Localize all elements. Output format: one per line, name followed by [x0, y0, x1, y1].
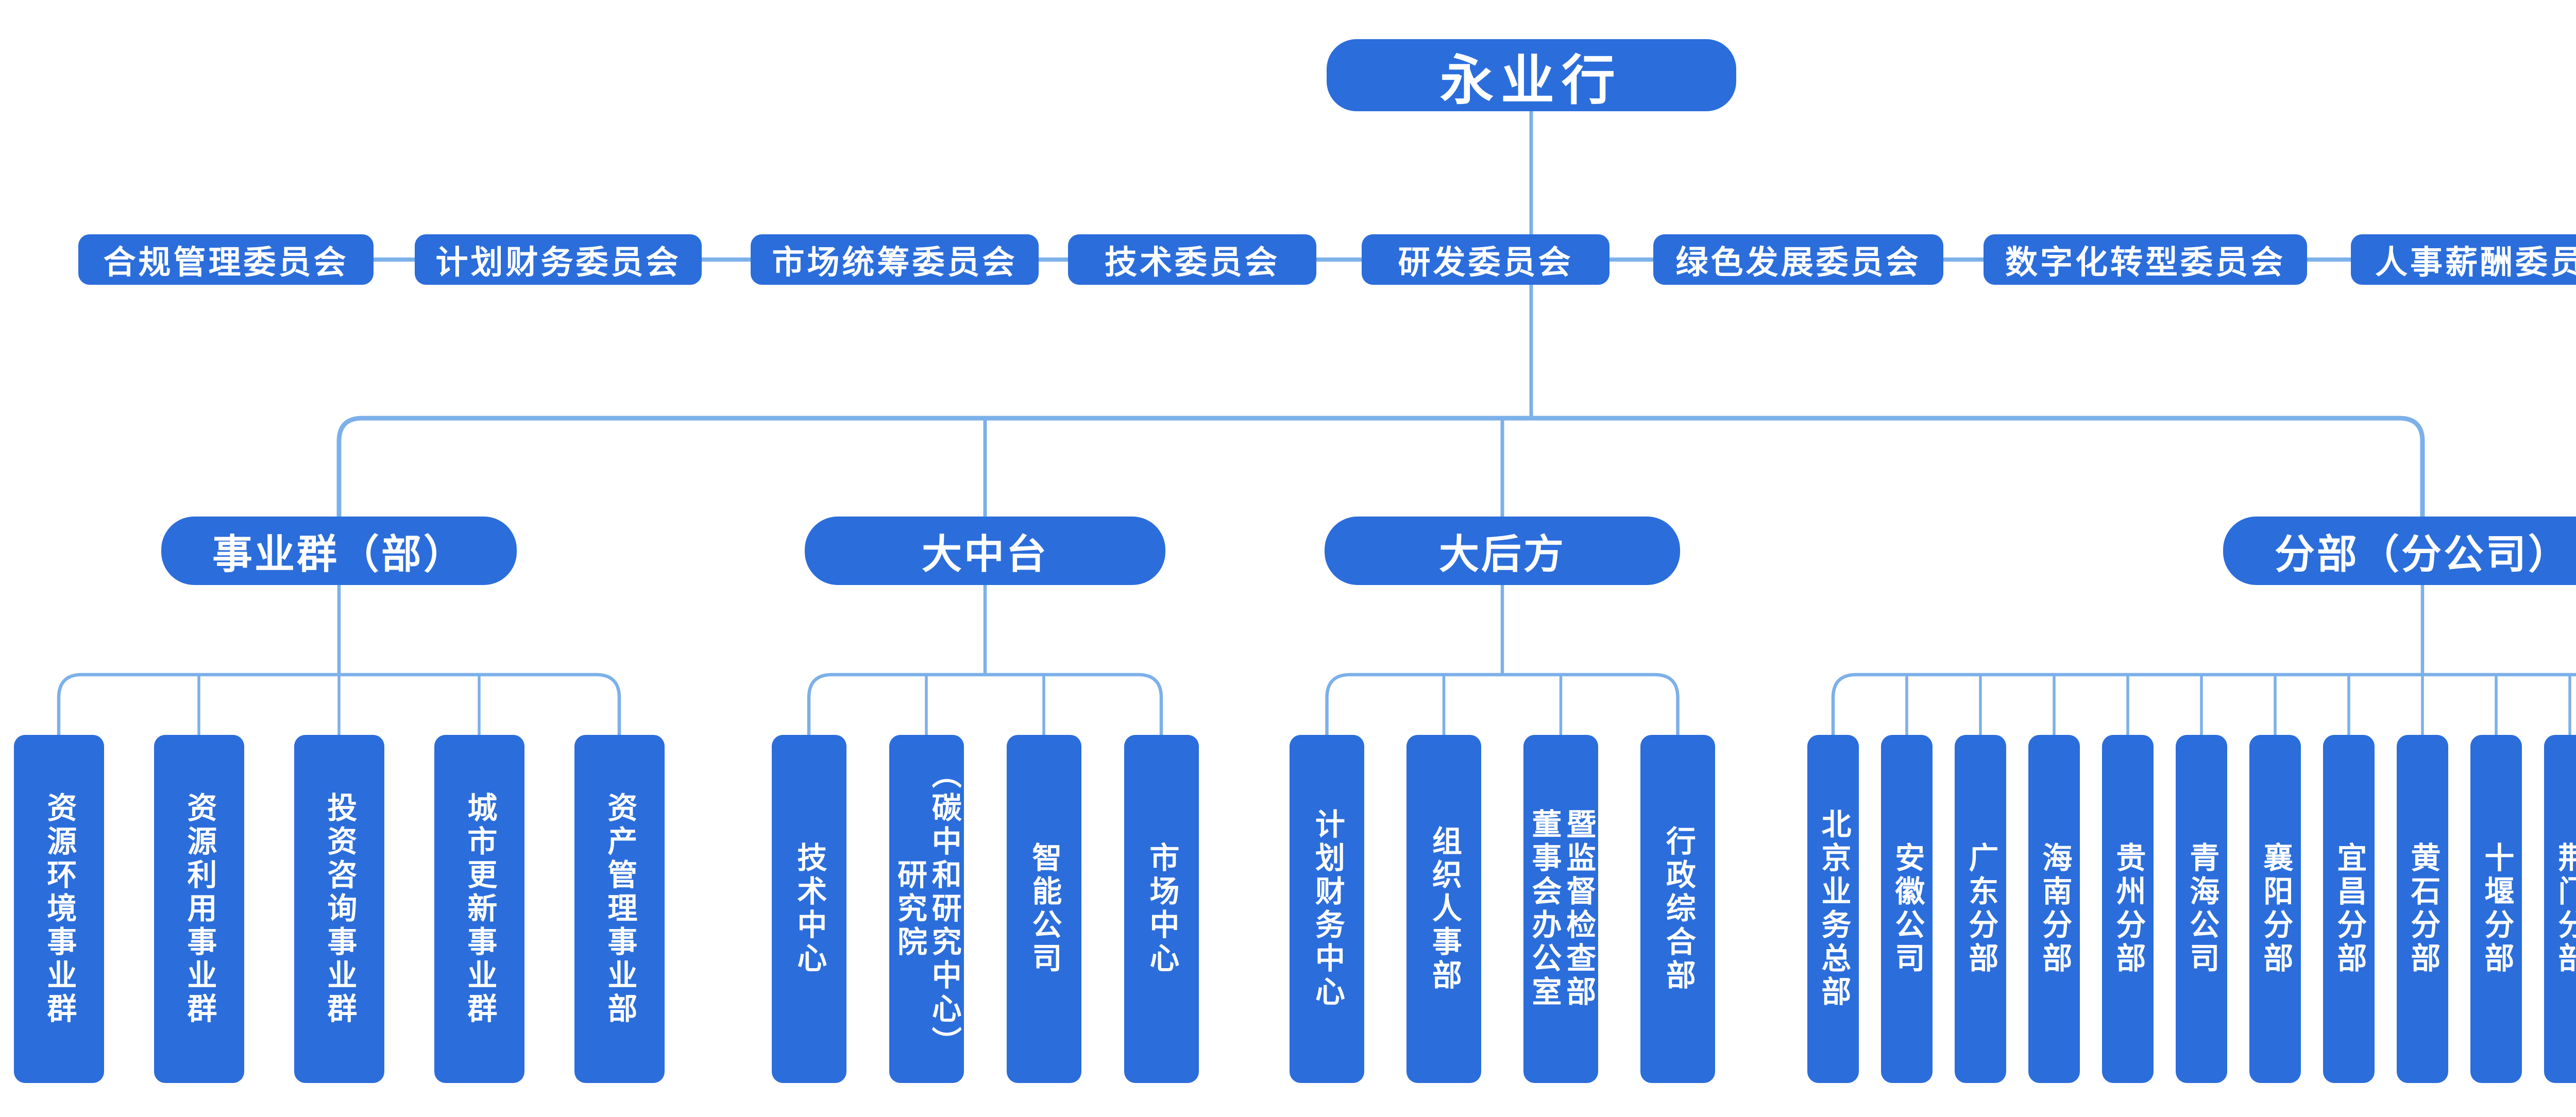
- leaf-node-label: 组织人事部: [1427, 825, 1461, 993]
- leaf-node-label: 城市更新事业群: [463, 792, 497, 1026]
- leaf-node: 城市更新事业群: [434, 735, 524, 1083]
- committee-node: 人事薪酬委员会: [2351, 234, 2576, 285]
- leaf-node-label: 海南分部: [2038, 842, 2072, 976]
- leaf-node: 北京业务总部: [1807, 735, 1859, 1083]
- leaf-node-label: 北京业务总部: [1817, 809, 1851, 1009]
- leaf-node-label: 黄石分部: [2406, 842, 2440, 976]
- leaf-node: 组织人事部: [1406, 735, 1481, 1083]
- leaf-node: 荆门分部: [2544, 735, 2576, 1083]
- leaf-node-label: 投资咨询事业群: [323, 792, 357, 1026]
- leaf-node-label: 董事会办公室 暨监督检查部: [1527, 809, 1596, 1009]
- leaf-node: 宜昌分部: [2323, 735, 2375, 1083]
- leaf-node-label: 广东分部: [1964, 842, 1998, 976]
- group-pill: 分部（分公司）: [2223, 517, 2576, 585]
- leaf-node-label: 计划财务中心: [1310, 809, 1344, 1009]
- leaf-node-label: 荆门分部: [2553, 842, 2576, 976]
- leaf-node: 海南分部: [2028, 735, 2080, 1083]
- leaf-node: 智能公司: [1006, 735, 1081, 1083]
- leaf-node-label: 安徽公司: [1890, 842, 1924, 976]
- connector-line: [1831, 673, 2576, 737]
- leaf-node: 襄阳分部: [2249, 735, 2301, 1083]
- leaf-node: 安徽公司: [1881, 735, 1933, 1083]
- leaf-node-label: 贵州分部: [2111, 842, 2145, 976]
- leaf-node: 黄石分部: [2397, 735, 2448, 1083]
- leaf-node-label: 青海公司: [2185, 842, 2219, 976]
- leaf-node: 行政综合部: [1640, 735, 1715, 1083]
- leaf-node-label: 技术中心: [792, 842, 826, 976]
- leaf-node-label: 研究院 （碳中和研究中心）: [893, 758, 961, 1060]
- group-pill: 大中台: [805, 517, 1165, 585]
- leaf-node: 十堰分部: [2470, 735, 2522, 1083]
- leaf-node: 研究院 （碳中和研究中心）: [889, 735, 964, 1083]
- leaf-node: 董事会办公室 暨监督检查部: [1523, 735, 1598, 1083]
- committee-node: 数字化转型委员会: [1984, 234, 2307, 285]
- connector-line: [1325, 673, 1680, 737]
- leaf-node: 市场中心: [1124, 735, 1199, 1083]
- leaf-node-label: 市场中心: [1145, 842, 1179, 976]
- committee-node: 市场统筹委员会: [751, 234, 1039, 285]
- group-pill: 事业群（部）: [161, 517, 517, 585]
- leaf-node-label: 资源环境事业群: [42, 792, 76, 1026]
- connector-line: [336, 416, 2425, 519]
- leaf-node: 青海公司: [2176, 735, 2227, 1083]
- leaf-node: 贵州分部: [2102, 735, 2154, 1083]
- leaf-node-label: 智能公司: [1027, 842, 1061, 976]
- leaf-node-label: 十堰分部: [2480, 842, 2514, 976]
- committee-node: 研发委员会: [1362, 234, 1609, 285]
- leaf-node: 计划财务中心: [1290, 735, 1364, 1083]
- leaf-node: 资源环境事业群: [13, 735, 104, 1083]
- connector-line: [807, 673, 1163, 737]
- leaf-node-label: 资源利用事业群: [182, 792, 216, 1026]
- leaf-node-label: 资产管理事业部: [603, 792, 637, 1026]
- committee-node: 技术委员会: [1068, 234, 1316, 285]
- leaf-node: 广东分部: [1955, 735, 2006, 1083]
- committee-node: 绿色发展委员会: [1653, 234, 1943, 285]
- committee-node: 合规管理委员会: [78, 234, 374, 285]
- leaf-node-label: 襄阳分部: [2259, 842, 2293, 976]
- org-node-root: 永业行: [1326, 39, 1736, 111]
- leaf-node-label: 行政综合部: [1661, 825, 1695, 993]
- group-pill: 大后方: [1325, 517, 1680, 585]
- committee-node: 计划财务委员会: [415, 234, 702, 285]
- leaf-node: 技术中心: [771, 735, 846, 1083]
- leaf-node-label: 宜昌分部: [2332, 842, 2366, 976]
- leaf-node: 资源利用事业群: [154, 735, 244, 1083]
- leaf-node: 投资咨询事业群: [294, 735, 384, 1083]
- leaf-node: 资产管理事业部: [574, 735, 665, 1083]
